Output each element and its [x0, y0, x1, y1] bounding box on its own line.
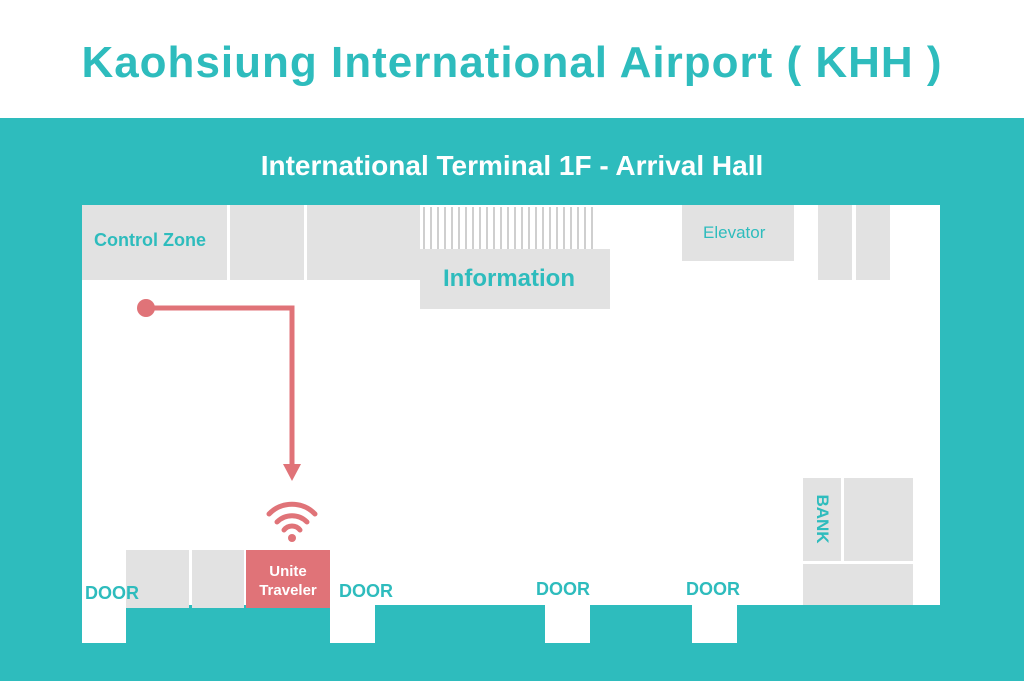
unite-traveler-booth[interactable]: [246, 550, 330, 608]
floor-title: International Terminal 1F - Arrival Hall: [260, 150, 764, 181]
stairs: [423, 207, 593, 249]
door-1-opening: [82, 600, 126, 643]
control-zone-block: [82, 205, 227, 280]
counter-block-a: [230, 205, 304, 280]
pillar-right-b: [856, 205, 890, 280]
pillar-right-a: [818, 205, 852, 280]
bank-lower-block: [803, 564, 913, 605]
door-1-label: DOOR: [85, 583, 139, 603]
door-2-opening: [330, 600, 375, 643]
bank-block: [803, 478, 841, 561]
information-label: Information: [443, 265, 575, 292]
door-3-label: DOOR: [536, 579, 590, 599]
route-path: [146, 305, 295, 468]
elevator-block: [682, 205, 794, 261]
information-desk: [420, 249, 610, 309]
counter-block-d: [192, 550, 244, 608]
unite-traveler-label: Unite Traveler: [246, 562, 330, 600]
booth-line-1: Unite: [269, 563, 307, 580]
door-4-opening: [692, 600, 737, 643]
door-4-label: DOOR: [686, 579, 740, 599]
counter-block-c: [126, 550, 189, 608]
elevator-label: Elevator: [703, 223, 766, 242]
booth-line-2: Traveler: [259, 582, 317, 599]
bank-side-block: [844, 478, 913, 561]
control-zone-label: Control Zone: [94, 230, 206, 250]
door-2-label: DOOR: [339, 581, 393, 601]
door-3-opening: [545, 600, 590, 643]
wifi-icon: [266, 501, 318, 542]
arrow-down-icon: [283, 464, 301, 481]
counter-block-b: [307, 205, 420, 280]
map-title: Kaohsiung International Airport ( KHH ): [81, 38, 943, 87]
